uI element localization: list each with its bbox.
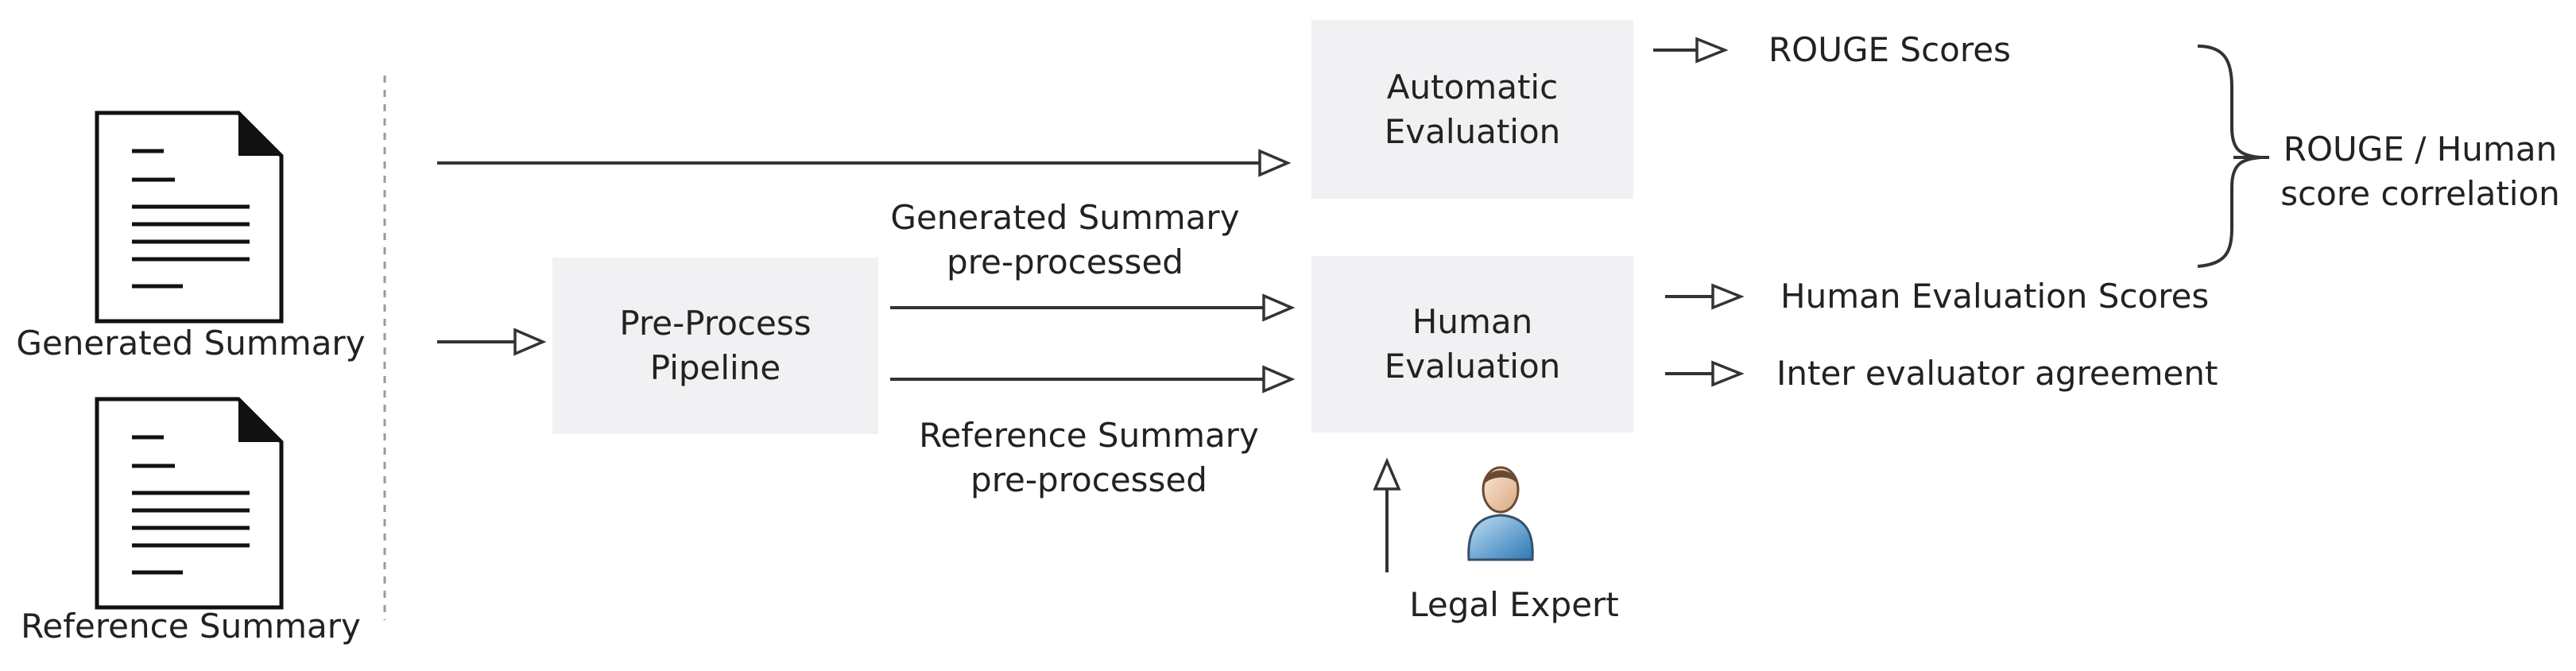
human-line-2: Evaluation (1384, 347, 1561, 386)
human-evaluation-scores-label: Human Evaluation Scores (1780, 277, 2210, 316)
preprocess-pipeline-box: Pre-Process Pipeline (552, 258, 878, 434)
person-icon (1467, 466, 1534, 561)
automatic-line-2: Evaluation (1384, 111, 1561, 151)
arrowhead-generated-preprocessed (1262, 293, 1296, 322)
generated-preprocessed-label: Generated Summary pre-processed (890, 198, 1240, 281)
arrowhead-reference-preprocessed (1262, 365, 1296, 394)
automatic-evaluation-box: Automatic Evaluation (1311, 20, 1633, 199)
arrowhead-human-scores (1711, 283, 1745, 310)
automatic-line-1: Automatic (1386, 67, 1559, 107)
human-line-1: Human (1412, 302, 1533, 341)
document-icon-generated (95, 111, 284, 324)
document-icon-reference (95, 397, 284, 610)
reference-summary-label: Reference Summary (21, 607, 361, 646)
arrowhead-to-preprocess (513, 328, 547, 356)
legal-expert-label: Legal Expert (1409, 585, 1619, 624)
arrowhead-rouge-scores (1695, 37, 1729, 64)
arrowhead-inter-agreement (1711, 360, 1745, 387)
reference-preprocessed-label: Reference Summary pre-processed (919, 416, 1259, 499)
preprocess-line-1: Pre-Process (619, 304, 812, 343)
inter-evaluator-agreement-label: Inter evaluator agreement (1776, 354, 2218, 393)
arrowhead-legal-expert (1373, 457, 1401, 491)
human-evaluation-box: Human Evaluation (1311, 256, 1633, 432)
preprocess-line-2: Pipeline (649, 348, 781, 387)
correlation-label: ROUGE / Human score correlation (2280, 130, 2560, 213)
rouge-scores-label: ROUGE Scores (1768, 30, 2011, 69)
generated-summary-label: Generated Summary (16, 324, 366, 363)
arrowhead-generated-to-automatic (1258, 149, 1292, 177)
